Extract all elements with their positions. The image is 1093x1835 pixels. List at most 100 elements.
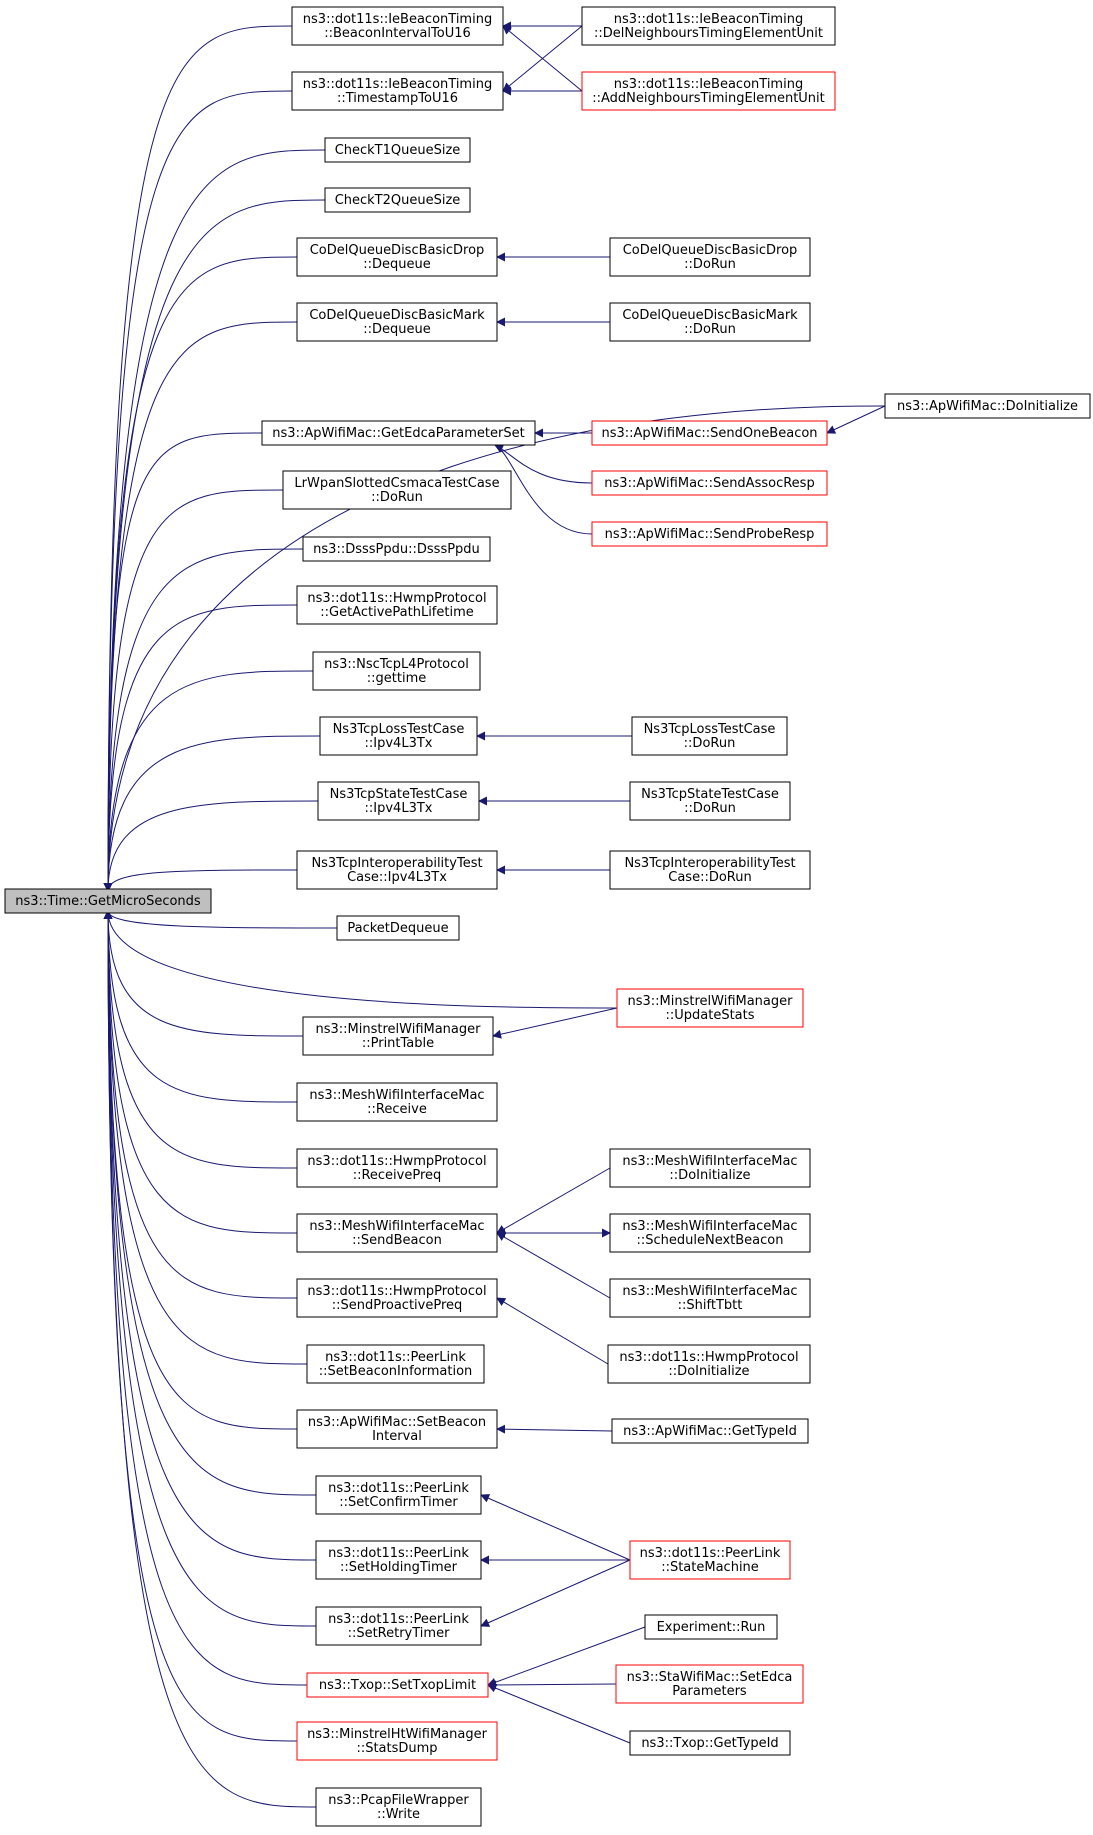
node-box	[581, 71, 836, 111]
node-label: ns3::ApWifiMac::SendOneBeacon	[601, 426, 817, 441]
edge-dsss-to-root	[103, 548, 304, 892]
node-sob[interactable]: ns3::ApWifiMac::SendOneBeacon	[591, 420, 828, 446]
node-box	[609, 1148, 811, 1188]
node-label: ::SetBeaconInformation	[319, 1364, 473, 1379]
node-box	[4, 888, 212, 914]
node-meshst[interactable]: ns3::MeshWifiInterfaceMac::ShiftTbtt	[609, 1278, 811, 1318]
node-box	[306, 1672, 489, 1698]
node-label: ns3::dot11s::PeerLink	[640, 1546, 781, 1561]
node-label: CoDelQueueDiscBasicMark	[622, 308, 798, 323]
node-box	[296, 237, 498, 277]
node-label: ::DoRun	[684, 736, 736, 751]
node-label: ::DoRun	[684, 257, 736, 272]
node-label: ns3::PcapFileWrapper	[328, 1793, 469, 1808]
node-meshsnb[interactable]: ns3::MeshWifiInterfaceMac::ScheduleNextB…	[609, 1213, 811, 1253]
node-cddrun[interactable]: CoDelQueueDiscBasicDrop::DoRun	[609, 237, 811, 277]
node-box	[296, 585, 498, 625]
node-plsct[interactable]: ns3::dot11s::PeerLink::SetConfirmTimer	[315, 1475, 482, 1515]
node-ts16[interactable]: ns3::dot11s::IeBeaconTiming::TimestampTo…	[291, 71, 504, 111]
node-apinit[interactable]: ns3::ApWifiMac::DoInitialize	[884, 393, 1091, 419]
node-minpt[interactable]: ns3::MinstrelWifiManager::PrintTable	[302, 1016, 494, 1056]
node-label: CheckT2QueueSize	[335, 193, 461, 208]
node-label: Ns3TcpInteroperabilityTest	[311, 856, 482, 871]
node-spr[interactable]: ns3::ApWifiMac::SendProbeResp	[591, 521, 828, 547]
node-t1[interactable]: CheckT1QueueSize	[324, 137, 471, 163]
node-aptype[interactable]: ns3::ApWifiMac::GetTypeId	[611, 1418, 809, 1444]
node-addnb[interactable]: ns3::dot11s::IeBeaconTiming::AddNeighbou…	[581, 71, 836, 111]
node-box	[324, 137, 471, 163]
node-delnb[interactable]: ns3::dot11s::IeBeaconTiming::DelNeighbou…	[581, 6, 836, 46]
node-box	[315, 1540, 482, 1580]
edge-state-to-root	[103, 800, 319, 892]
node-cdm[interactable]: CoDelQueueDiscBasicMark::Dequeue	[296, 302, 498, 342]
node-lrw[interactable]: LrWpanSlottedCsmacaTestCase::DoRun	[282, 470, 512, 510]
node-label: ns3::Txop::GetTypeId	[641, 1736, 778, 1751]
node-txoptype[interactable]: ns3::Txop::GetTypeId	[629, 1730, 791, 1756]
node-rpreq[interactable]: ns3::dot11s::HwmpProtocol::ReceivePreq	[296, 1148, 498, 1188]
node-sar[interactable]: ns3::ApWifiMac::SendAssocResp	[591, 470, 828, 496]
edge-meshst-to-meshsb	[496, 1232, 611, 1299]
node-hwlife[interactable]: ns3::dot11s::HwmpProtocol::GetActivePath…	[296, 585, 498, 625]
node-staterun[interactable]: Ns3TcpStateTestCase::DoRun	[629, 781, 791, 821]
node-label: ns3::dot11s::IeBeaconTiming	[614, 77, 803, 92]
node-dsss[interactable]: ns3::DsssPpdu::DsssPpdu	[302, 536, 491, 562]
node-hwinit[interactable]: ns3::dot11s::HwmpProtocol::DoInitialize	[607, 1344, 811, 1384]
node-txop[interactable]: ns3::Txop::SetTxopLimit	[306, 1672, 489, 1698]
node-box	[615, 1664, 804, 1704]
edge-nsc-to-root	[103, 670, 314, 892]
node-meshinit[interactable]: ns3::MeshWifiInterfaceMac::DoInitialize	[609, 1148, 811, 1188]
node-box	[291, 6, 504, 46]
node-label: LrWpanSlottedCsmacaTestCase	[294, 476, 499, 491]
edge-minupd-to-minpt	[492, 1007, 618, 1039]
node-nsc[interactable]: ns3::NscTcpL4Protocol::gettime	[312, 651, 481, 691]
node-pcap[interactable]: ns3::PcapFileWrapper::Write	[315, 1787, 482, 1827]
edge-plsbi-to-root	[103, 910, 308, 1365]
node-state[interactable]: Ns3TcpStateTestCase::Ipv4L3Tx	[317, 781, 480, 821]
node-label: ::SendProactivePreq	[332, 1298, 463, 1313]
node-lossrun[interactable]: Ns3TcpLossTestCase::DoRun	[631, 716, 788, 756]
node-label: ns3::dot11s::IeBeaconTiming	[303, 77, 492, 92]
edge-cdd-to-root	[103, 256, 298, 892]
node-cdd[interactable]: CoDelQueueDiscBasicDrop::Dequeue	[296, 237, 498, 277]
node-label: CheckT1QueueSize	[335, 143, 461, 158]
node-meshrecv[interactable]: ns3::MeshWifiInterfaceMac::Receive	[296, 1082, 498, 1122]
node-cdmrun[interactable]: CoDelQueueDiscBasicMark::DoRun	[609, 302, 811, 342]
edge-apinit-to-sob	[826, 405, 886, 434]
node-box	[296, 302, 498, 342]
node-label: ::DoRun	[684, 322, 736, 337]
node-box	[296, 1278, 498, 1318]
node-exprun[interactable]: Experiment::Run	[644, 1614, 778, 1640]
node-plsht[interactable]: ns3::dot11s::PeerLink::SetHoldingTimer	[315, 1540, 482, 1580]
node-pktdq[interactable]: PacketDequeue	[336, 915, 460, 941]
node-minupd[interactable]: ns3::MinstrelWifiManager::UpdateStats	[616, 988, 804, 1028]
node-bi16[interactable]: ns3::dot11s::IeBeaconTiming::BeaconInter…	[291, 6, 504, 46]
edge-t1-to-root	[103, 149, 326, 892]
node-plsrt[interactable]: ns3::dot11s::PeerLink::SetRetryTimer	[315, 1606, 482, 1646]
edge-meshrecv-to-root	[103, 910, 298, 1103]
edges-layer	[103, 21, 886, 1808]
node-loss[interactable]: Ns3TcpLossTestCase::Ipv4L3Tx	[319, 716, 478, 756]
node-label: ::StatsDump	[356, 1741, 437, 1756]
node-plsm[interactable]: ns3::dot11s::PeerLink::StateMachine	[629, 1540, 791, 1580]
node-label: ns3::MeshWifiInterfaceMac	[622, 1284, 797, 1299]
node-label: ::DoRun	[371, 490, 423, 505]
node-meshsb[interactable]: ns3::MeshWifiInterfaceMac::SendBeacon	[296, 1213, 498, 1253]
node-t2[interactable]: CheckT2QueueSize	[324, 187, 471, 213]
node-edca[interactable]: ns3::ApWifiMac::GetEdcaParameterSet	[261, 420, 536, 446]
node-label: Interval	[372, 1429, 422, 1444]
node-label: Experiment::Run	[657, 1620, 766, 1635]
node-root[interactable]: ns3::Time::GetMicroSeconds	[4, 888, 212, 914]
node-minht[interactable]: ns3::MinstrelHtWifiManager::StatsDump	[296, 1721, 498, 1761]
node-label: ::Dequeue	[363, 257, 431, 272]
edge-pktdq-to-root	[103, 910, 338, 929]
node-sppreq[interactable]: ns3::dot11s::HwmpProtocol::SendProactive…	[296, 1278, 498, 1318]
node-plsbi[interactable]: ns3::dot11s::PeerLink::SetBeaconInformat…	[306, 1344, 485, 1384]
node-box	[306, 1344, 485, 1384]
edge-plsct-to-root	[103, 910, 317, 1496]
node-label: ns3::dot11s::HwmpProtocol	[307, 591, 486, 606]
edge-meshinit-to-meshsb	[496, 1167, 611, 1234]
